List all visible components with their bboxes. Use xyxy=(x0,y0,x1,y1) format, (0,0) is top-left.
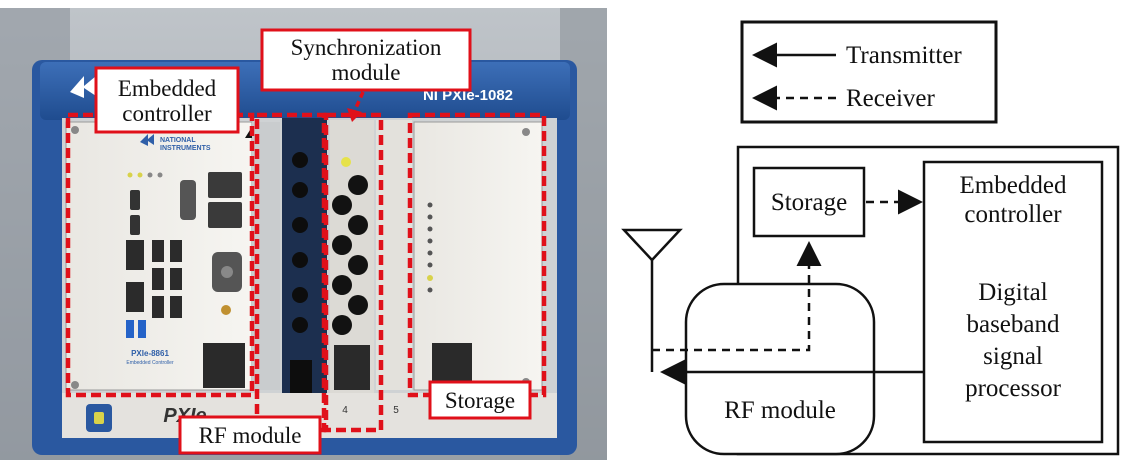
callout-synchronization-module: Synchronization module xyxy=(260,28,472,92)
callout-embedded-line2: controller xyxy=(122,101,212,126)
sync-module-connectors xyxy=(292,152,308,333)
callout-rf-text: RF module xyxy=(199,423,302,448)
usb-ports xyxy=(152,240,182,318)
callout-embedded-line1: Embedded xyxy=(118,76,217,101)
gpib-connector xyxy=(180,180,196,220)
legend-transmitter-label: Transmitter xyxy=(846,42,962,69)
embedded-controller-block xyxy=(922,160,1104,444)
legend-box xyxy=(740,20,998,124)
callout-storage-text: Storage xyxy=(445,388,515,413)
ethernet-port-1 xyxy=(208,172,242,198)
callout-sync-line1: Synchronization xyxy=(291,35,442,60)
antenna-icon xyxy=(621,228,683,372)
controller-ni-logo-icon xyxy=(140,134,154,146)
controller-brand-line2: INSTRUMENTS xyxy=(160,145,211,152)
trigger-connector xyxy=(221,305,231,315)
callout-sync-line2: module xyxy=(332,60,401,85)
callout-storage: Storage xyxy=(428,380,532,420)
highlight-rf-module xyxy=(254,112,327,433)
processor-line4: processor xyxy=(965,375,1061,402)
legend-receiver-label: Receiver xyxy=(846,85,936,112)
sync-callout-arrow xyxy=(347,91,365,122)
displayport-1 xyxy=(126,240,144,270)
controller-subtitle: Embedded Controller xyxy=(126,360,174,366)
highlight-sync-module xyxy=(323,112,384,433)
ethernet-port-2 xyxy=(208,202,242,228)
processor-line1: Digital xyxy=(978,279,1047,306)
processor-line2: baseband xyxy=(966,311,1060,338)
ni-logo-icon xyxy=(70,76,96,98)
controller-model-label: PXIe-8861 xyxy=(131,349,169,358)
rf-module-latch xyxy=(334,345,370,390)
displayport-2 xyxy=(126,282,144,312)
controller-latch xyxy=(203,343,245,388)
receiver-path-arrow xyxy=(652,241,822,352)
storage-block xyxy=(752,166,866,238)
rf-module-connectors xyxy=(332,175,368,335)
controller-brand-line1: NATIONAL xyxy=(160,137,196,144)
slot-number-4: 4 xyxy=(342,405,348,416)
rf-module-block xyxy=(684,282,876,456)
callout-rf-module: RF module xyxy=(178,415,322,455)
controller-block-line2: controller xyxy=(964,201,1062,228)
callout-embedded-controller: Embedded controller xyxy=(94,66,240,134)
storage-block-label: Storage xyxy=(771,189,847,216)
processor-line3: signal xyxy=(983,343,1043,370)
controller-leds xyxy=(127,172,163,178)
controller-block-line1: Embedded xyxy=(960,172,1067,199)
legend: Transmitter Receiver xyxy=(740,20,998,124)
slot-number-5: 5 xyxy=(393,405,399,416)
usb3-ports xyxy=(126,320,146,338)
storage-leds xyxy=(427,202,433,293)
rf-module-block-label: RF module xyxy=(724,397,836,424)
